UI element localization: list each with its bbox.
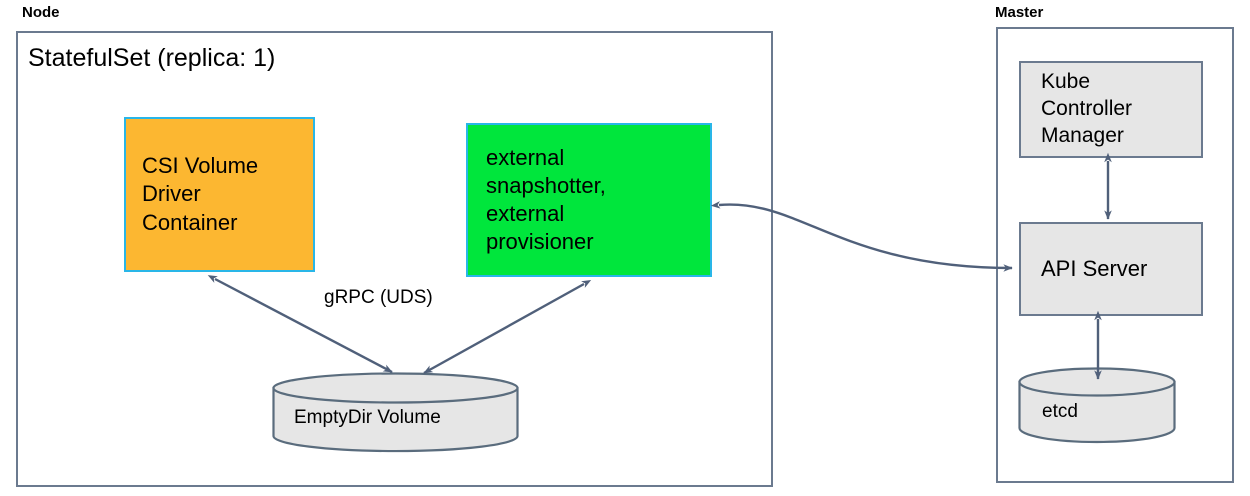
- api-server-box[interactable]: API Server: [1019, 222, 1203, 316]
- cylinder-shape-icon: [272, 372, 519, 453]
- external-snapshotter-provisioner-box[interactable]: external snapshotter, external provision…: [466, 123, 712, 277]
- external-snapshotter-provisioner-label: external snapshotter, external provision…: [486, 144, 606, 255]
- node-zone-label: Node: [22, 4, 60, 21]
- csi-volume-driver-container-box[interactable]: CSI Volume Driver Container: [124, 117, 315, 272]
- master-zone-label: Master: [995, 4, 1044, 21]
- emptydir-volume-label: EmptyDir Volume: [294, 407, 441, 428]
- kube-controller-manager-box[interactable]: Kube Controller Manager: [1019, 61, 1203, 158]
- csi-volume-driver-container-label: CSI Volume Driver Container: [142, 153, 259, 235]
- etcd-cylinder[interactable]: etcd: [1018, 366, 1176, 446]
- api-server-label: API Server: [1041, 255, 1148, 281]
- kube-controller-manager-label: Kube Controller Manager: [1041, 70, 1133, 147]
- etcd-label: etcd: [1042, 401, 1078, 422]
- grpc-uds-edge-label: gRPC (UDS): [324, 287, 433, 308]
- emptydir-volume-cylinder[interactable]: EmptyDir Volume: [272, 372, 519, 453]
- statefulset-label: StatefulSet (replica: 1): [28, 44, 276, 72]
